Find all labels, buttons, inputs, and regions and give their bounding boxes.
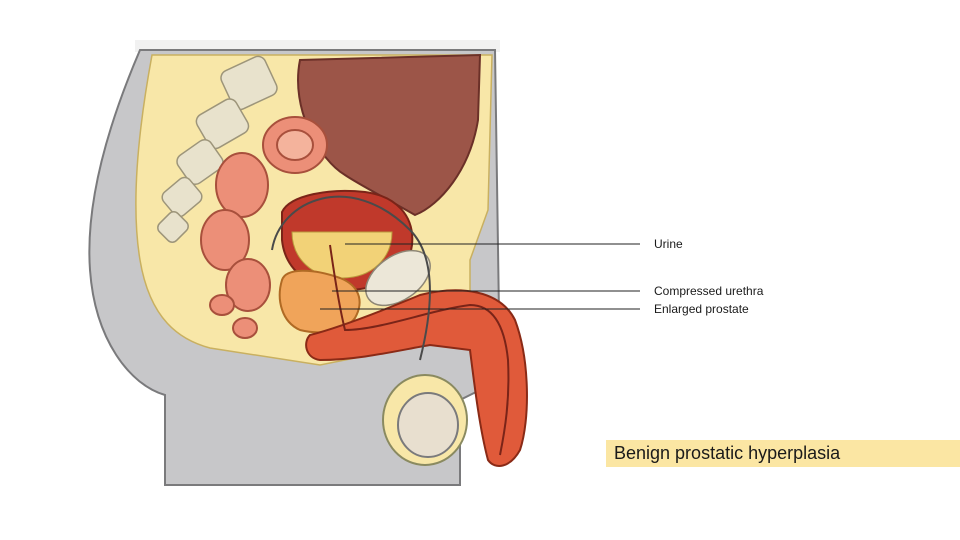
testis bbox=[397, 392, 459, 458]
enlarged-prostate bbox=[278, 269, 361, 334]
pubic-bone bbox=[365, 249, 431, 307]
label-enlarged-prostate: Enlarged prostate bbox=[654, 302, 749, 316]
title-box: Benign prostatic hyperplasia bbox=[606, 440, 960, 467]
label-compressed-urethra: Compressed urethra bbox=[654, 284, 764, 298]
diagram-title: Benign prostatic hyperplasia bbox=[614, 443, 841, 463]
bowel bbox=[200, 116, 328, 339]
urethra bbox=[329, 244, 510, 456]
label-urine: Urine bbox=[654, 237, 683, 251]
spermatic-cord bbox=[271, 195, 431, 361]
penis bbox=[305, 289, 528, 467]
spine bbox=[157, 55, 278, 243]
pointer-lines bbox=[320, 243, 640, 310]
